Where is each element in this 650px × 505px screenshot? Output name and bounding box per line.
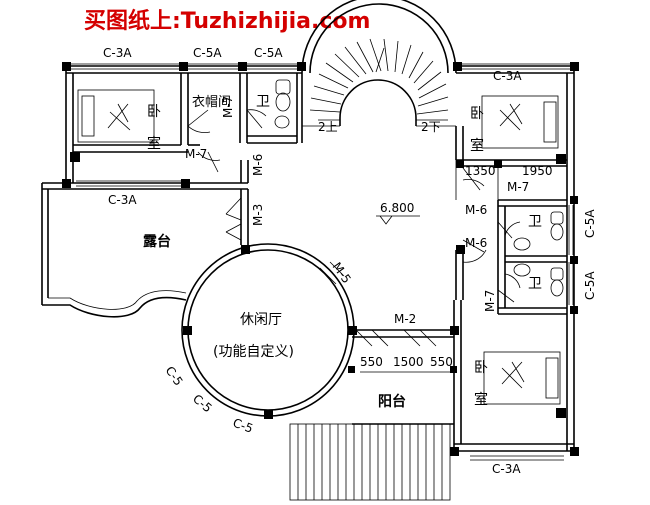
window-c3a-top-right [460,63,570,70]
dim-1950: 1950 [522,164,553,178]
wall-bath-right [296,73,303,143]
wall-corridor-left [240,160,249,183]
bedroom-nw-label-2: 室 [147,135,161,152]
wall-balcony-top [352,329,454,338]
exterior-steps [289,423,451,501]
window-label-c3a-terrace: C-3A [108,193,137,207]
elevation-label: 6.800 [380,201,414,215]
lounge-sub-label: (功能自定义) [213,344,294,360]
window-label-c5a-top-1: C-5A [193,46,222,60]
wall-bedroom-ne-left [455,126,464,160]
dim-550-left: 550 [360,355,383,369]
window-c3a-top-left [70,63,181,70]
structural-columns [62,62,579,456]
door-label-m6-c: M-6 [465,236,487,250]
stair-up-label: 2上 [318,120,338,134]
wall-bath1-top [498,199,567,207]
window-label-c5a-right-2: C-5A [583,271,597,300]
wall-terrace-left [41,183,49,305]
stair-arrow [375,47,385,73]
wall-bath-left [497,200,506,314]
door-label-m6-b: M-6 [465,203,487,217]
stair-treads [309,38,449,115]
windows-c5a-right [568,205,574,305]
window-label-c5-c: C-5 [231,416,255,436]
wall-terrace-top [42,182,248,190]
wall-bedroom-ne-bottom [456,159,567,167]
wall-bath-bottom [247,135,297,144]
stair-outer-arc [301,0,457,74]
door-label-m5: M-5 [330,260,354,286]
door-label-m6-a: M-6 [251,154,265,176]
window-label-c3a-top-right: C-3A [493,69,522,83]
site-title: 买图纸上:Tuzhizhijia.com [84,8,370,34]
wall-bath-divider [505,255,567,263]
door-label-m7-c: M-7 [507,180,529,194]
wall-top-right [456,65,574,74]
bath-top-label: 卫 [256,94,270,110]
wall-left-upper [65,66,74,183]
window-label-c5-a: C-5 [163,364,186,389]
wall-bedroom-cloak [180,73,189,145]
door-label-m7-b: M-7 [185,147,207,161]
bathroom-fixtures [274,79,564,297]
windows-c5a-top [184,63,302,70]
wall-terrace-right [240,189,249,245]
stair-down-label: 2下 [421,120,441,134]
wall-bedroom-se-left [453,300,462,451]
stair-inner-arc [339,79,417,126]
door-label-m2: M-2 [394,312,416,326]
wall-bath2-bottom [498,307,567,315]
window-c3a-terrace [76,180,186,187]
bedroom-ne-label-1: 卧 [470,106,484,122]
elevation-marker [376,215,420,225]
bath-mid2-label: 卫 [528,276,542,292]
dim-1500: 1500 [393,355,424,369]
bedside-lamps [70,152,566,418]
window-c3a-bottom [470,455,564,461]
window-label-c3a-bottom: C-3A [492,462,521,476]
window-label-c5a-top-2: C-5A [254,46,283,60]
window-label-c5a-right-1: C-5A [583,209,597,238]
door-swings [187,109,521,347]
bedroom-se-label-1: 卧 [474,360,488,376]
terrace-parapet-outer [42,296,187,318]
stair-outer-arc-inner [309,3,449,74]
stair-landing [302,119,456,127]
beds [77,89,561,405]
dim-550-right: 550 [430,355,453,369]
bedroom-se-label-2: 室 [474,391,488,408]
window-label-c3a-top-left: C-3A [103,46,132,60]
lounge-label: 休闲厅 [240,312,282,328]
dim-1350: 1350 [465,164,496,178]
wall-bottom-right [454,443,574,452]
cloakroom-label: 衣帽间 [192,94,231,110]
bath-mid1-label: 卫 [528,214,542,230]
wall-cloak-bath [239,73,248,143]
door-label-m7-a: M-7 [221,96,235,118]
bedroom-ne-label-2: 室 [470,137,484,154]
balcony-label: 阳台 [378,393,406,410]
door-label-m3: M-3 [251,204,265,226]
bedroom-nw-label-1: 卧 [147,104,161,120]
terrace-label: 露台 [143,233,171,250]
door-label-m7-d: M-7 [483,290,497,312]
wall-bedroom-nw-bottom [73,144,188,153]
lounge-inner-wall [187,249,349,411]
wall-corridor-right [455,250,464,300]
lounge-outer-wall [181,243,355,417]
terrace-parapet-inner [48,290,187,310]
